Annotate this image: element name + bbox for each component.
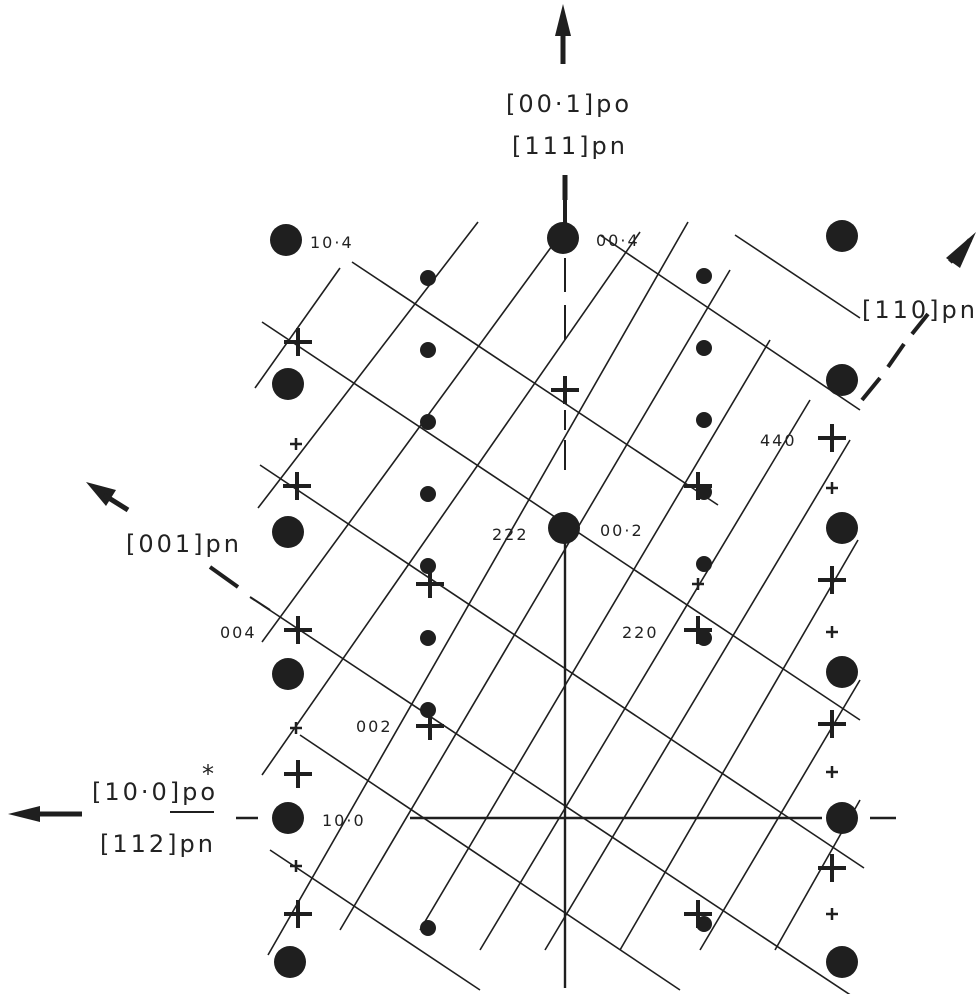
- index-004: 004: [220, 623, 257, 642]
- index-440: 440: [760, 431, 797, 450]
- large-spot: [272, 368, 304, 400]
- plus-mark: [283, 472, 311, 500]
- plus-mark: [818, 854, 846, 882]
- large-spot: [826, 512, 858, 544]
- plus-marks: [283, 328, 846, 928]
- index-220: 220: [622, 623, 659, 642]
- small-plus-marks: [290, 438, 838, 920]
- plus-mark: [818, 424, 846, 452]
- lattice-lines-rising: [254, 221, 861, 956]
- large-spot: [547, 222, 579, 254]
- plus-mark: [818, 566, 846, 594]
- lattice-lines-falling: [259, 234, 865, 994]
- large-spot: [826, 656, 858, 688]
- direction-arrows: [8, 4, 976, 822]
- plus-mark: [684, 616, 712, 644]
- plus-mark: [416, 712, 444, 740]
- plus-mark: [284, 328, 312, 356]
- large-spot: [272, 802, 304, 834]
- index-00-2: 00·2: [600, 521, 644, 540]
- large-spot: [272, 516, 304, 548]
- large-spot: [826, 802, 858, 834]
- index-10-0: 10·0: [322, 811, 366, 830]
- plus-mark: [416, 570, 444, 598]
- large-spot: [270, 224, 302, 256]
- large-spot: [548, 512, 580, 544]
- plus-mark: [551, 376, 579, 404]
- label-001-pn: [001]pn: [126, 530, 242, 558]
- label-001-po: [00·1]po: [506, 90, 632, 118]
- index-222: 222: [492, 525, 529, 544]
- plus-mark: [284, 616, 312, 644]
- index-002: 002: [356, 717, 393, 736]
- plus-mark: [284, 760, 312, 788]
- label-100-po: [10·0]po: [92, 778, 218, 806]
- small-spots: [420, 268, 712, 936]
- plus-mark: [284, 900, 312, 928]
- arrow-100-po: [8, 806, 896, 822]
- large-spot: [826, 364, 858, 396]
- index-00-4: 00·4: [596, 231, 640, 250]
- plus-mark: [684, 472, 712, 500]
- plus-mark: [818, 710, 846, 738]
- index-10-4: 10·4: [310, 233, 354, 252]
- label-110-pn: [110]pn: [862, 296, 976, 324]
- plus-mark: [684, 900, 712, 928]
- arrow-001-pn: [86, 482, 271, 611]
- large-spot: [826, 220, 858, 252]
- central-axes: [410, 175, 822, 988]
- large-spot: [826, 946, 858, 978]
- label-100-po-star: *: [202, 760, 217, 788]
- arrow-110-pn: [860, 232, 976, 402]
- large-spots: [270, 220, 858, 978]
- label-112-pn: [112]pn: [100, 830, 216, 858]
- label-111-pn: [111]pn: [512, 132, 628, 160]
- large-spot: [272, 658, 304, 690]
- arrow-001-po: [555, 4, 571, 64]
- large-spot: [274, 946, 306, 978]
